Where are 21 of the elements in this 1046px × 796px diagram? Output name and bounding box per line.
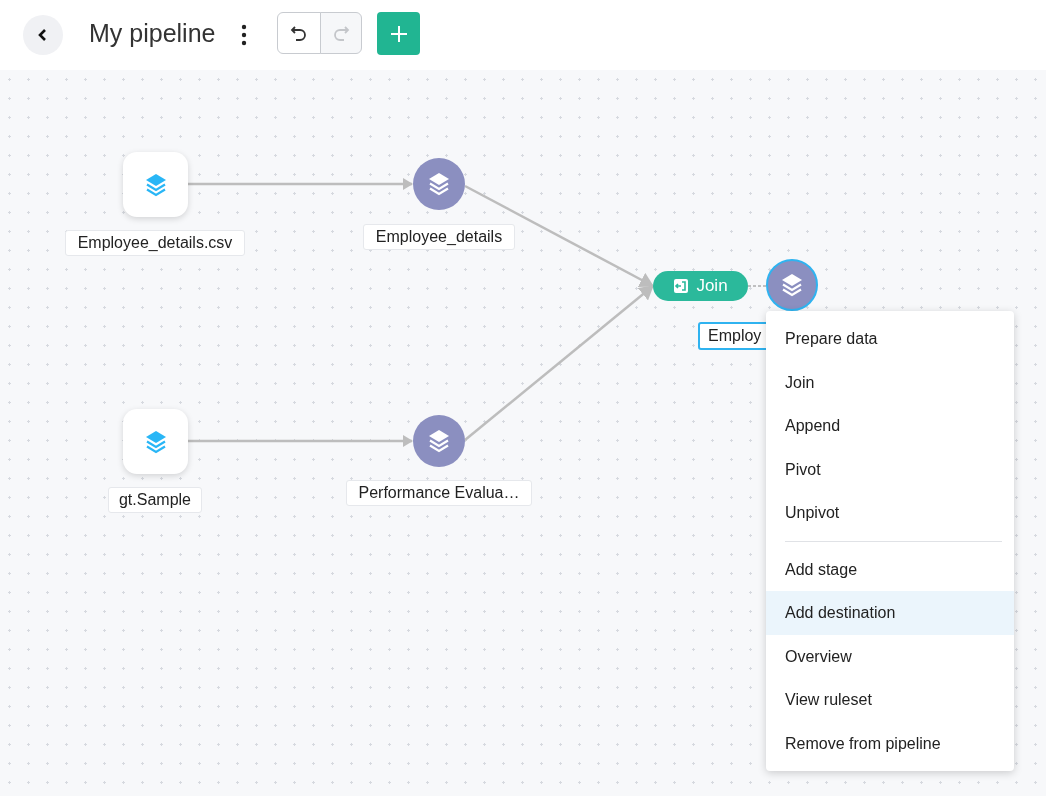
node-label: Performance Evalua… <box>346 480 532 506</box>
connector-arrow <box>464 285 654 441</box>
connector-arrow <box>188 178 413 190</box>
menu-item: Join <box>766 360 1014 404</box>
menu-item: View ruleset <box>766 678 1014 722</box>
connector-arrow <box>188 435 413 447</box>
connector-arrow <box>464 184 654 288</box>
menu-item: Add stage <box>766 547 1014 591</box>
dashed-line <box>747 285 767 287</box>
node-label: gt.Sample <box>108 487 202 513</box>
join-step-pill <box>653 271 748 301</box>
menu-item: Append <box>766 404 1014 448</box>
pipeline-title: My pipeline <box>89 19 216 48</box>
menu-item: Add destination <box>766 591 1014 635</box>
menu-item: Overview <box>766 634 1014 678</box>
menu-item: Pivot <box>766 447 1014 491</box>
menu-item: Remove from pipeline <box>766 721 1014 765</box>
node-label: Employee_details.csv <box>65 230 245 256</box>
node-label: Employee_details <box>363 224 515 250</box>
step-label: Join <box>696 276 728 296</box>
menu-item: Unpivot <box>766 491 1014 535</box>
